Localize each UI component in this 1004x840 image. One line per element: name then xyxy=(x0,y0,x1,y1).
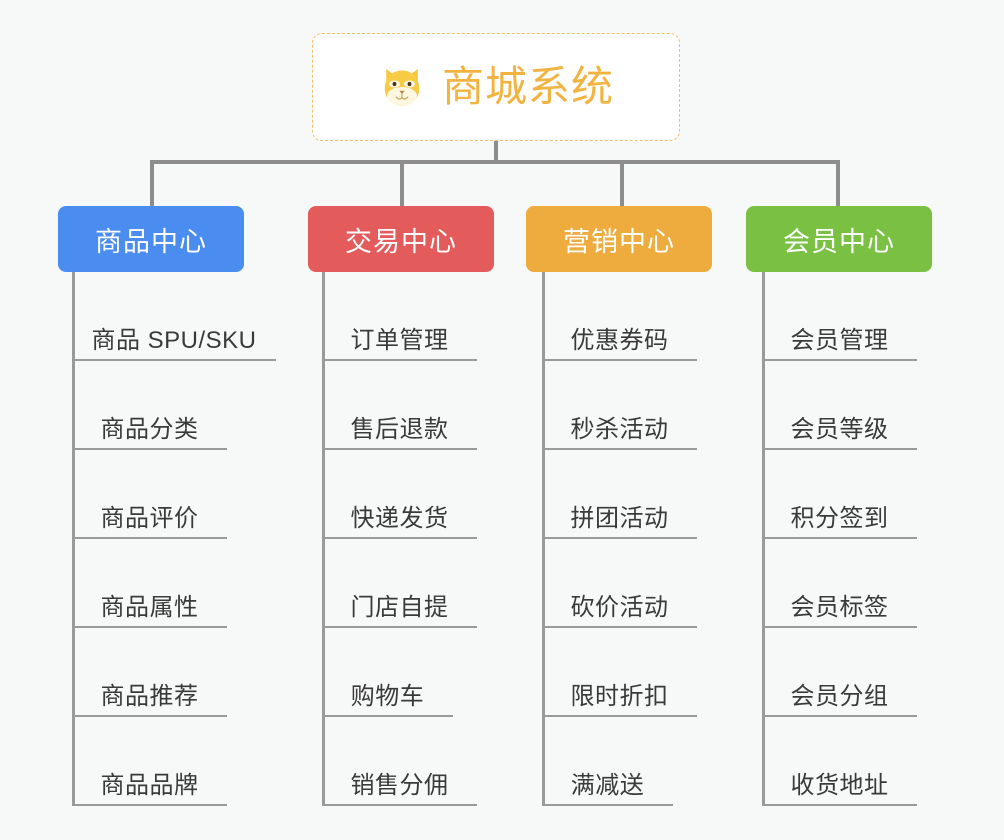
leaf-item[interactable]: 会员标签 xyxy=(762,539,917,628)
leaf-item[interactable]: 拼团活动 xyxy=(542,450,697,539)
leaf-label: 收货地址 xyxy=(790,771,889,799)
leaf-label: 砍价活动 xyxy=(570,593,669,621)
connector-drop-1 xyxy=(150,160,154,208)
category-label: 交易中心 xyxy=(345,226,457,257)
leaf-label: 积分签到 xyxy=(790,504,889,532)
leaf-item[interactable]: 售后退款 xyxy=(322,361,477,450)
connector-drop-3 xyxy=(620,160,624,208)
leaf-label: 商品 SPU/SKU xyxy=(91,326,257,354)
leaf-item[interactable]: 收货地址 xyxy=(762,717,917,806)
leaf-item[interactable]: 优惠券码 xyxy=(542,272,697,361)
leaf-label: 售后退款 xyxy=(350,415,449,443)
category-label: 会员中心 xyxy=(783,226,895,257)
leaf-label: 会员管理 xyxy=(790,326,889,354)
category-box-营销中心[interactable]: 营销中心 xyxy=(526,206,712,272)
leaf-item[interactable]: 积分签到 xyxy=(762,450,917,539)
column-trunk-line xyxy=(762,272,765,806)
leaf-item[interactable]: 会员分组 xyxy=(762,628,917,717)
leaf-label: 秒杀活动 xyxy=(570,415,669,443)
leaf-item[interactable]: 商品推荐 xyxy=(72,628,227,717)
leaf-item[interactable]: 快递发货 xyxy=(322,450,477,539)
column-trunk-line xyxy=(322,272,325,806)
connector-drop-2 xyxy=(400,160,404,208)
leaf-item[interactable]: 商品分类 xyxy=(72,361,227,450)
category-label: 营销中心 xyxy=(563,226,675,257)
leaf-item[interactable]: 满减送 xyxy=(542,717,673,806)
leaf-label: 满减送 xyxy=(570,771,645,799)
leaf-label: 订单管理 xyxy=(350,326,449,354)
column-trunk-line xyxy=(72,272,75,806)
leaf-label: 会员分组 xyxy=(790,682,889,710)
category-box-交易中心[interactable]: 交易中心 xyxy=(308,206,494,272)
leaf-label: 商品属性 xyxy=(100,593,199,621)
connector-horizontal-bus xyxy=(150,160,840,164)
leaf-label: 拼团活动 xyxy=(570,504,669,532)
leaf-label: 优惠券码 xyxy=(570,326,669,354)
leaf-label: 购物车 xyxy=(350,682,425,710)
leaf-item[interactable]: 商品属性 xyxy=(72,539,227,628)
leaf-item[interactable]: 商品品牌 xyxy=(72,717,227,806)
leaf-label: 门店自提 xyxy=(350,593,449,621)
category-box-商品中心[interactable]: 商品中心 xyxy=(58,206,244,272)
category-label: 商品中心 xyxy=(95,226,207,257)
leaf-label: 商品品牌 xyxy=(100,771,199,799)
leaf-label: 会员标签 xyxy=(790,593,889,621)
leaf-item[interactable]: 商品 SPU/SKU xyxy=(72,272,276,361)
column-trunk-line xyxy=(542,272,545,806)
leaf-item[interactable]: 购物车 xyxy=(322,628,453,717)
shiba-dog-face-icon xyxy=(378,63,426,111)
leaf-item[interactable]: 砍价活动 xyxy=(542,539,697,628)
leaf-label: 限时折扣 xyxy=(570,682,669,710)
root-title: 商城系统 xyxy=(441,63,614,110)
leaf-item[interactable]: 订单管理 xyxy=(322,272,477,361)
leaf-label: 商品推荐 xyxy=(100,682,199,710)
connector-drop-4 xyxy=(836,160,840,208)
category-box-会员中心[interactable]: 会员中心 xyxy=(746,206,932,272)
leaf-label: 会员等级 xyxy=(790,415,889,443)
leaf-item[interactable]: 限时折扣 xyxy=(542,628,697,717)
leaf-label: 商品评价 xyxy=(100,504,199,532)
leaf-item[interactable]: 销售分佣 xyxy=(322,717,477,806)
leaf-label: 商品分类 xyxy=(100,415,199,443)
connector-root-stem xyxy=(494,141,498,164)
leaf-item[interactable]: 门店自提 xyxy=(322,539,477,628)
leaf-item[interactable]: 会员等级 xyxy=(762,361,917,450)
leaf-label: 销售分佣 xyxy=(350,771,449,799)
root-node-商城系统[interactable]: 商城系统 xyxy=(312,33,680,141)
leaf-item[interactable]: 商品评价 xyxy=(72,450,227,539)
leaf-item[interactable]: 秒杀活动 xyxy=(542,361,697,450)
leaf-label: 快递发货 xyxy=(350,504,449,532)
leaf-item[interactable]: 会员管理 xyxy=(762,272,917,361)
